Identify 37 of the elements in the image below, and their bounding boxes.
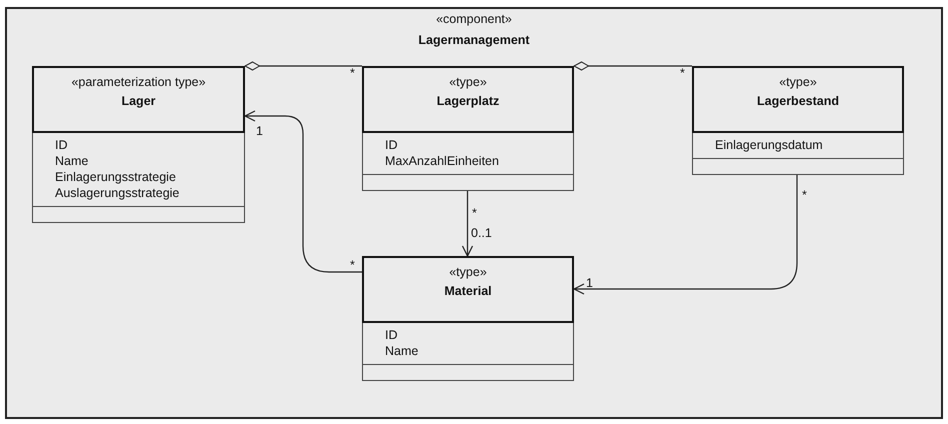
aggregation-line (244, 62, 362, 70)
attribute-text: Einlagerungsstrategie (54, 169, 176, 185)
multiplicity-label: * (680, 66, 685, 80)
stereotype-label: «component» (436, 11, 512, 27)
class-box (362, 66, 574, 191)
stereotype-label: «parameterization type» (71, 74, 206, 91)
class-name: Lagerplatz (436, 93, 500, 110)
stereotype-label: «type» (779, 74, 817, 91)
multiplicity-label: * (802, 188, 807, 202)
attribute-text: MaxAnzahlEinheiten (384, 153, 499, 169)
aggregation-line (574, 62, 692, 70)
attribute-text: Auslagerungsstrategie (54, 185, 180, 201)
class-name: Lager (121, 93, 156, 110)
multiplicity-label: 1 (256, 124, 263, 138)
component-name: Lagermanagement (418, 32, 530, 48)
multiplicity-label: 0..1 (471, 226, 492, 240)
multiplicity-label: * (350, 66, 355, 80)
attribute-text: Einlagerungsdatum (714, 137, 823, 153)
class-name: Lagerbestand (757, 93, 839, 110)
component-frame (5, 7, 943, 419)
class-name: Material (444, 283, 492, 300)
association-arrow (573, 175, 798, 295)
class-box (32, 66, 245, 223)
attribute-text: Name (384, 343, 418, 359)
attribute-text: ID (54, 137, 68, 153)
class-box (362, 256, 574, 381)
attribute-text: Name (54, 153, 88, 169)
stereotype-label: «type» (449, 74, 487, 91)
association-arrow (244, 110, 362, 273)
multiplicity-label: * (472, 206, 477, 220)
multiplicity-label: * (350, 258, 355, 272)
class-box (692, 66, 904, 175)
attribute-text: ID (384, 327, 398, 343)
stereotype-label: «type» (449, 264, 487, 281)
attribute-text: ID (384, 137, 398, 153)
multiplicity-label: 1 (586, 276, 593, 290)
association-arrow (462, 191, 474, 257)
